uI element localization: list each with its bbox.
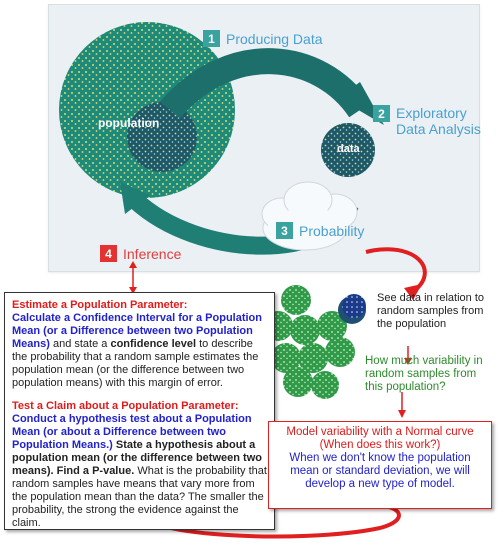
red-curve-arrow-right <box>365 247 427 292</box>
stage-label: Exploratory <box>396 105 467 121</box>
sample-cluster <box>263 285 366 399</box>
model-line3: When we don't know the population mean o… <box>289 452 471 490</box>
probability-cloud <box>261 181 358 251</box>
stage-probability: 3 Probability <box>276 222 364 239</box>
stage-producing-data: 1 Producing Data <box>203 30 323 47</box>
stage-number: 4 <box>100 245 117 262</box>
inference-arrowhead <box>120 182 150 214</box>
section1-text-b: to describe the probability that a rando… <box>12 338 259 389</box>
section2-heading: Test a Claim about a Population Paramete… <box>12 400 239 412</box>
stage-number: 3 <box>276 222 293 239</box>
stage-number: 1 <box>203 30 220 47</box>
section2-bold: State a hypothesis about a population me… <box>12 439 262 477</box>
see-data-text: See data in relation to random samples f… <box>377 292 485 330</box>
producing-data-arrowhead <box>338 82 384 125</box>
variability-text: How much variability in random samples f… <box>365 355 483 393</box>
producing-data-arrow <box>160 48 371 119</box>
sample-circle <box>127 102 197 172</box>
section2-blue: Conduct a hypothesis test about a Popula… <box>12 413 252 451</box>
model-line1: Model variability with a Normal curve <box>286 426 474 438</box>
section1-heading: Estimate a Population Parameter: <box>12 299 188 311</box>
stage-exploratory-data-analysis: 2 Exploratory Data Analysis <box>373 105 481 137</box>
model-line2: (When does this work?) <box>319 439 441 451</box>
population-label: population <box>98 116 160 130</box>
model-box: Model variability with a Normal curve (W… <box>268 421 492 509</box>
red-arrowhead-right <box>404 284 422 300</box>
data-label: data <box>337 143 360 155</box>
data-circle <box>321 123 375 177</box>
stage-label: Inference <box>123 245 182 262</box>
section1-body: Calculate a Confidence Interval for a Po… <box>12 312 267 390</box>
section1-text-a: and state a <box>49 338 111 350</box>
stage-label-line2: Data Analysis <box>396 121 481 137</box>
section2-text: What is the probability that random samp… <box>12 465 267 529</box>
stage-number: 2 <box>373 105 390 122</box>
section1-blue: Calculate a Confidence Interval for a Po… <box>12 312 262 350</box>
stage-label: Probability <box>299 222 365 239</box>
stage-label: Producing Data <box>226 30 323 47</box>
stage-inference: 4 Inference <box>100 245 181 262</box>
inference-box: Estimate a Population Parameter: Calcula… <box>4 292 275 530</box>
section2-body: Conduct a hypothesis test about a Popula… <box>12 413 267 530</box>
section1-bold: confidence level <box>110 338 197 350</box>
